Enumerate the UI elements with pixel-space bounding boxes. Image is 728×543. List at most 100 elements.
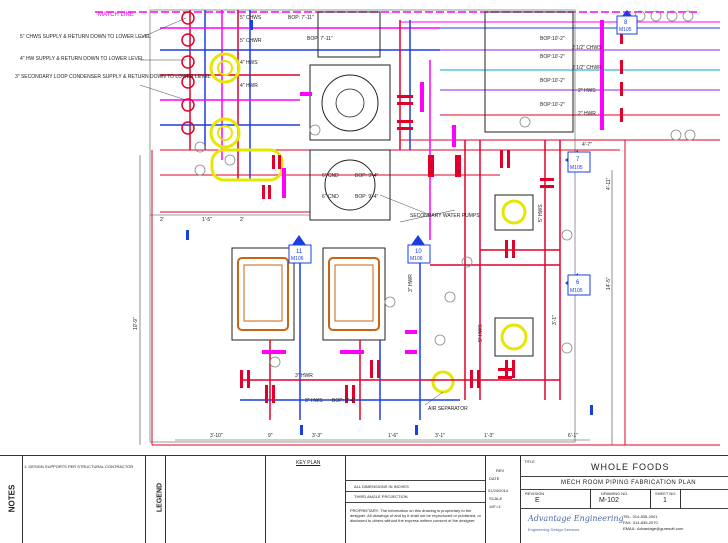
yellow-riser-top	[209, 52, 241, 84]
label-hws-vertical-2: 5" HWS	[478, 324, 484, 342]
section-tag-7: 7 M105	[565, 150, 591, 173]
svg-text:8: 8	[624, 20, 628, 26]
pump-1	[494, 194, 534, 231]
unit-top-right	[484, 11, 574, 133]
dim-bottom-6: 1'-3"	[484, 433, 494, 439]
section-tag-11: 11 M106	[288, 235, 312, 264]
date-label: DATE	[489, 476, 500, 481]
scale-label: SCALE	[489, 496, 503, 501]
yellow-riser-lower	[209, 117, 241, 149]
note-hw-down: 4" HW SUPPLY & RETURN DOWN TO LOWER LEVE…	[20, 56, 144, 62]
svg-text:M106: M106	[291, 256, 304, 262]
bop-5: BOP:10'-2"	[540, 78, 565, 84]
key-plan-section: KEY PLAN	[265, 456, 345, 543]
svg-text:M105: M105	[570, 165, 583, 171]
label-hwr-right: 2" HWR	[578, 111, 596, 117]
bop-6: BOP:10'-2"	[540, 102, 565, 108]
bop-3: BOP:10'-2"	[540, 36, 565, 42]
label-cnd-1: 6" CND	[322, 173, 339, 179]
title-block: NOTES 1. DESIGN SUPPORTS PER STRUCTURAL …	[0, 455, 728, 543]
date-value: 01/24/2014	[488, 488, 509, 493]
label-cnd-2: 6" CND	[322, 194, 339, 200]
note-cond-down: 3" SECONDARY LOOP CONDENSER SUPPLY & RET…	[15, 74, 211, 80]
note-1: 1. DESIGN SUPPORTS PER STRUCTURAL CONTRA…	[24, 464, 134, 469]
unit-top	[317, 11, 381, 58]
svg-text:M105: M105	[570, 288, 583, 294]
bop-9: BOP: 9'-4"	[332, 398, 356, 404]
label-hwr-vertical: 3" HWR	[408, 274, 414, 292]
leaders	[139, 17, 456, 406]
dim-right-vertical-c: 3'-1"	[552, 315, 558, 325]
dim-bottom-4: 1'-6"	[388, 433, 398, 439]
dim-right-vertical-b: 4'-11"	[606, 177, 612, 190]
third-angle-projection: THIRD ANGLE PROJECTION	[354, 494, 408, 499]
dim-mid-1: 2'	[160, 217, 164, 223]
label-chwr-right: 2 1/2" CHWR	[572, 65, 602, 71]
svg-text:10: 10	[415, 249, 422, 255]
center-mains	[240, 20, 561, 420]
valves	[240, 30, 623, 403]
key-plan-label: KEY PLAN	[296, 460, 321, 466]
sheet-no-label: SHEET NO.	[655, 491, 677, 496]
scale-value: 1/8"=1'	[489, 504, 502, 509]
label-hwr-bottom: 3" HWR	[295, 373, 313, 379]
support-markers	[186, 20, 593, 435]
section-tag-10: 10 M106	[407, 235, 431, 264]
dim-mid-2: 1'-5"	[202, 217, 212, 223]
company-email: EMAIL: Advantage@guresoft.com	[623, 526, 684, 531]
dim-bottom-7: 6'-1"	[568, 433, 578, 439]
label-hws-bottom: 3" HWS	[305, 398, 323, 404]
bop-4: BOP:10'-2"	[540, 54, 565, 60]
dim-right-vertical-a: 14'-5"	[606, 277, 612, 290]
dim-left-vertical: 10'-9"	[133, 317, 139, 330]
dim-bottom-2: 9"	[268, 433, 273, 439]
boiler-2	[309, 149, 391, 221]
yellow-elbow	[210, 148, 284, 182]
label-hws-vertical: 5" HWS	[538, 204, 544, 222]
left-risers	[160, 10, 440, 180]
dim-bottom-1: 3'-10"	[210, 433, 223, 439]
notes-divider	[22, 456, 23, 543]
label-air-separator: AIR SEPARATOR	[428, 406, 468, 412]
company-name: Advantage Engineering	[528, 514, 624, 523]
boiler-1	[309, 64, 391, 141]
bop-2: BOP: 7'-11"	[307, 36, 333, 42]
legend-section: LEGEND	[145, 456, 265, 543]
company-fax: FAX: 314-835-2070	[623, 520, 658, 525]
label-hws-right: 2" HWS	[578, 88, 596, 94]
label-pumps: SECONDARY WATER PUMPS	[410, 213, 480, 219]
label-hwr4: 4" HWR	[240, 83, 258, 89]
rev-date-section: REV DATE 01/24/2014 SCALE 1/8"=1'	[485, 456, 520, 543]
title-section: TITLE WHOLE FOODS MECH ROOM PIPING FABRI…	[520, 456, 728, 543]
mechanical-room-plan: MATCH LINE	[15, 9, 720, 446]
bop-1: BOP: 7'-11"	[288, 15, 314, 21]
project-name: WHOLE FOODS	[591, 462, 670, 472]
dim-mid-3: 2'	[240, 217, 244, 223]
air-separator	[431, 370, 455, 394]
notes-section: NOTES 1. DESIGN SUPPORTS PER STRUCTURAL …	[0, 456, 140, 543]
room-outline	[149, 9, 576, 443]
general-section: ALL DIMENSIONS IN INCHES THIRD ANGLE PRO…	[345, 456, 485, 543]
note-chws-down: 5" CHWS SUPPLY & RETURN DOWN TO LOWER LE…	[20, 34, 151, 40]
heat-exchanger-2	[322, 247, 386, 341]
notes-label: NOTES	[7, 484, 17, 513]
legend-divider	[165, 456, 166, 543]
section-tag-6: 6 M105	[565, 273, 591, 296]
label-chws5: 5" CHWS	[240, 15, 262, 21]
label-chwr5: 5" CHWR	[240, 38, 262, 44]
svg-text:11: 11	[296, 249, 303, 255]
svg-text:7: 7	[576, 157, 580, 163]
label-chws-right: 2 1/2" CHWS	[572, 45, 602, 51]
dims-in-inches: ALL DIMENSIONS IN INCHES	[354, 484, 409, 489]
svg-text:6: 6	[576, 280, 580, 286]
bop-8: BOP: 9'-4"	[355, 194, 379, 200]
svg-text:M106: M106	[410, 256, 423, 262]
section-tag-8: 8 M105	[616, 10, 638, 35]
left-valve-stack	[181, 11, 195, 135]
company-sub: Engineering Design Services	[528, 527, 580, 532]
bop-7: BOP: 9'-4"	[355, 173, 379, 179]
drawing-no-value: M-102	[599, 497, 619, 504]
pump-2	[494, 317, 534, 357]
company-phone: TEL: 314-835-2001	[623, 514, 658, 519]
label-hws4: 4" HWS	[240, 60, 258, 66]
